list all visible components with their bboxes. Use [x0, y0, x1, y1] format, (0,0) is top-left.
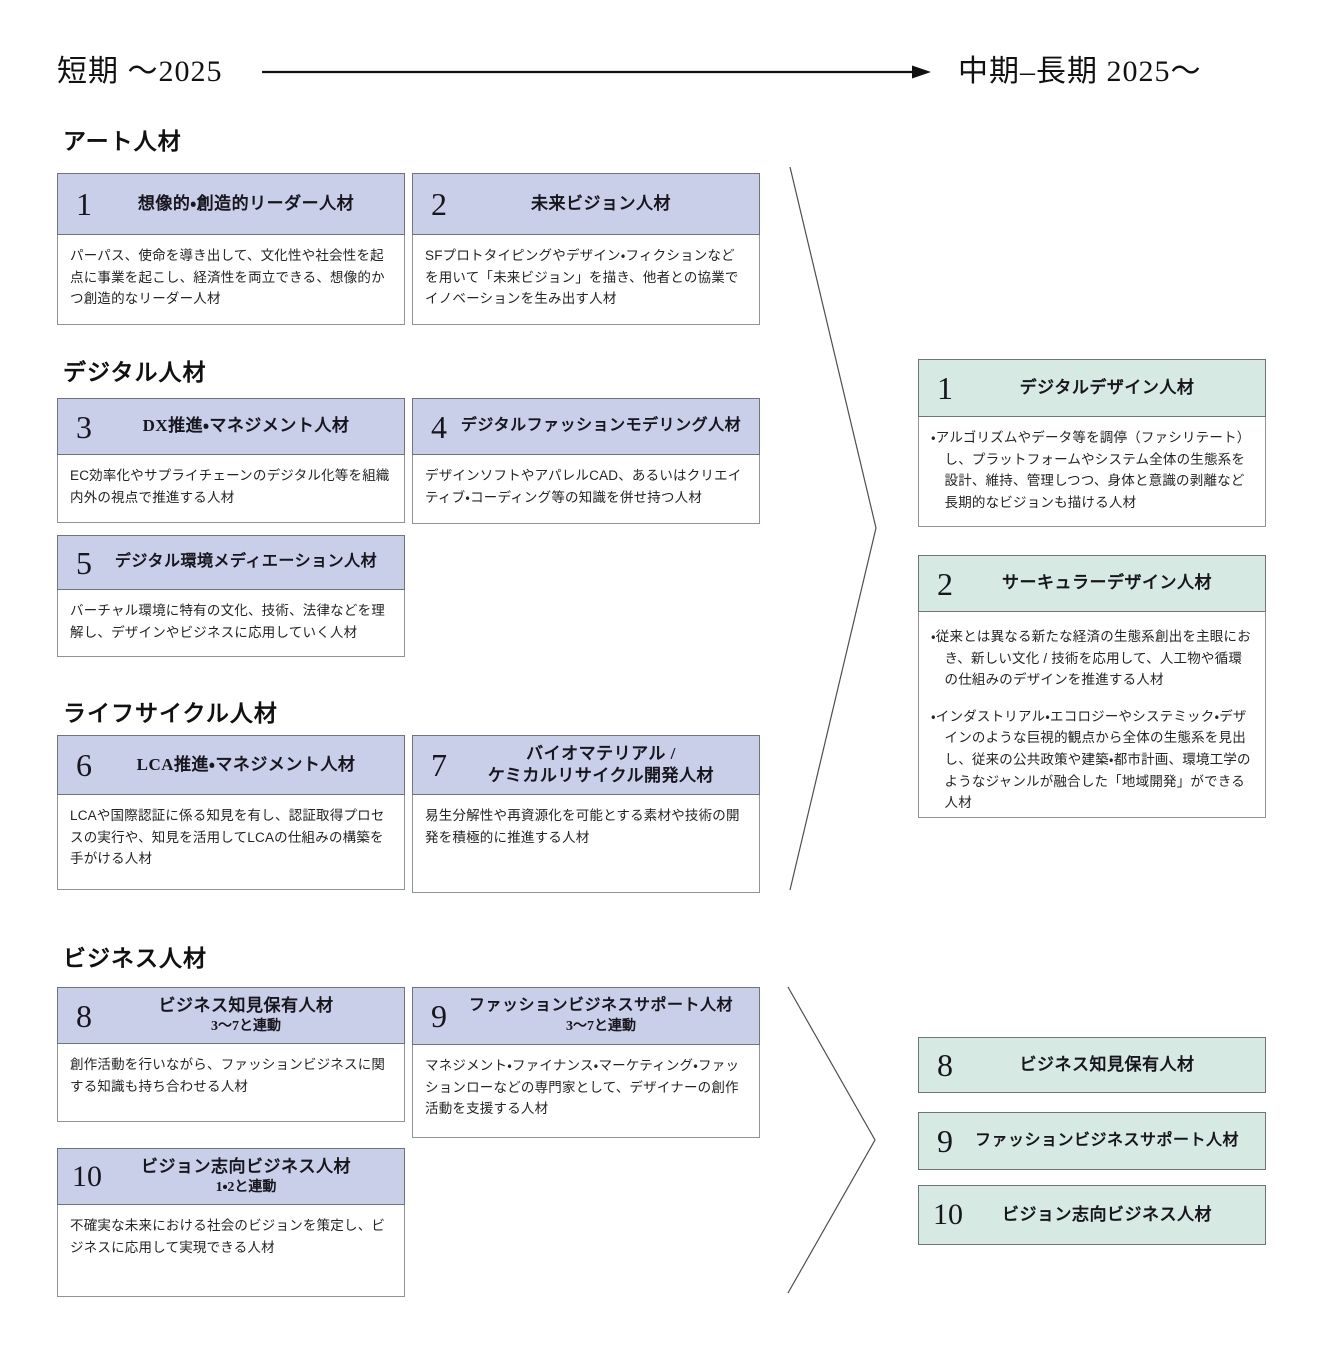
section-heading-business: ビジネス人材: [63, 946, 207, 971]
card-title: サーキュラーデザイン人材: [1002, 573, 1212, 593]
card-number: 10: [933, 1198, 963, 1231]
mid-long-term-label: 中期–長期 2025～: [958, 55, 1202, 88]
card-9-fashion-business-support: 9 ファッションビジネスサポート人材 3～7と連動 マネジメント・ファイナンス・…: [412, 987, 760, 1138]
card-number: 9: [431, 998, 447, 1034]
card-header: 10 ビジョン志向ビジネス人材: [918, 1185, 1266, 1245]
card-title: ビジョン志向ビジネス人材: [1002, 1204, 1212, 1224]
card-header: 4 デジタルファッションモデリング人材: [412, 398, 760, 455]
card-description: パーパス、使命を導き出して、文化性や社会性を起点に事業を起こし、経済性を両立でき…: [57, 235, 405, 325]
card-description: デザインソフトやアパレルCAD、あるいはクリエイティブ・コーディング等の知識を併…: [412, 455, 760, 524]
card-header: 8 ビジネス知見保有人材: [918, 1037, 1266, 1093]
card-header: 2 未来ビジョン人材: [412, 173, 760, 235]
card-header: 9 ファッションビジネスサポート人材 3～7と連動: [412, 987, 760, 1045]
description-bullet: ・アルゴリズムやデータ等を調停（ファシリテート）し、プラットフォームやシステム全…: [931, 430, 1251, 510]
card-header: 7 バイオマテリアル / ケミカルリサイクル開発人材: [412, 735, 760, 795]
card-title: 想像的・創造的リーダー人材: [137, 193, 355, 213]
card-title: DX推進・マネジメント人材: [142, 416, 350, 436]
card-linkage-note: 1・2と連動: [215, 1180, 277, 1196]
card-description: SFプロトタイピングやデザイン・フィクションなどを用いて「未来ビジョン」を描き、…: [412, 235, 760, 325]
card-title: デジタルデザイン人材: [1019, 377, 1195, 397]
card-description: ・従来とは異なる新たな経済の生態系創出を主眼におき、新しい文化 / 技術を応用し…: [918, 612, 1266, 818]
card-number: 1: [937, 370, 953, 406]
description-bullet: ・従来とは異なる新たな経済の生態系創出を主眼におき、新しい文化 / 技術を応用し…: [931, 629, 1251, 688]
chevron-right-top-icon: [789, 166, 877, 891]
chevron-right-bottom-icon: [787, 986, 876, 1294]
card-number: 9: [937, 1123, 953, 1159]
card-title: 未来ビジョン人材: [531, 193, 671, 213]
card-number: 8: [76, 997, 92, 1034]
card-number: 6: [76, 747, 92, 783]
card-title: ビジョン志向ビジネス人材: [141, 1157, 351, 1177]
card-6-lca-management: 6 LCA推進・マネジメント人材 LCAや国際認証に係る知見を有し、認証取得プロ…: [57, 735, 405, 890]
section-heading-digital: デジタル人材: [63, 360, 207, 385]
section-heading-art: アート人材: [63, 129, 182, 154]
mid-card-10-vision-oriented-business: 10 ビジョン志向ビジネス人材: [918, 1185, 1266, 1245]
card-title: ビジネス知見保有人材: [158, 996, 334, 1016]
card-header: 5 デジタル環境メディエーション人材: [57, 535, 405, 590]
description-bullet: ・インダストリアル・エコロジーやシステミック・デザインのような巨視的観点から全体…: [931, 708, 1251, 811]
card-description: 創作活動を行いながら、ファッションビジネスに関する知識も持ち合わせる人材: [57, 1044, 405, 1122]
card-title: ビジネス知見保有人材: [1019, 1054, 1195, 1074]
card-header: 8 ビジネス知見保有人材 3～7と連動: [57, 987, 405, 1044]
card-5-digital-mediation: 5 デジタル環境メディエーション人材 バーチャル環境に特有の文化、技術、法律など…: [57, 535, 405, 657]
card-title: バイオマテリアル / ケミカルリサイクル開発人材: [487, 743, 715, 785]
card-number: 2: [431, 186, 447, 222]
card-header: 1 デジタルデザイン人材: [918, 359, 1266, 417]
card-10-vision-oriented-business: 10 ビジョン志向ビジネス人材 1・2と連動 不確実な未来における社会のビジョン…: [57, 1148, 405, 1297]
card-title: デジタル環境メディエーション人材: [114, 553, 378, 571]
card-8-business-knowledge: 8 ビジネス知見保有人材 3～7と連動 創作活動を行いながら、ファッションビジネ…: [57, 987, 405, 1122]
mid-card-8-business-knowledge: 8 ビジネス知見保有人材: [918, 1037, 1266, 1093]
card-number: 2: [937, 565, 953, 602]
card-number: 3: [76, 408, 92, 445]
card-description: バーチャル環境に特有の文化、技術、法律などを理解し、デザインやビジネスに応用して…: [57, 590, 405, 657]
card-3-dx-management: 3 DX推進・マネジメント人材 EC効率化やサプライチェーンのデジタル化等を組織…: [57, 398, 405, 523]
card-header: 1 想像的・創造的リーダー人材: [57, 173, 405, 235]
card-linkage-note: 3～7と連動: [211, 1019, 281, 1035]
card-title: ファッションビジネスサポート人材: [468, 997, 733, 1015]
card-title: ファッションビジネスサポート人材: [974, 1131, 1239, 1149]
card-description: ・アルゴリズムやデータ等を調停（ファシリテート）し、プラットフォームやシステム全…: [918, 417, 1266, 527]
card-number: 8: [937, 1047, 953, 1083]
card-number: 10: [72, 1159, 102, 1193]
card-header: 3 DX推進・マネジメント人材: [57, 398, 405, 455]
card-linkage-note: 3～7と連動: [566, 1019, 636, 1035]
card-header: 6 LCA推進・マネジメント人材: [57, 735, 405, 795]
card-number: 1: [76, 186, 92, 222]
card-title: デジタルファッションモデリング人材: [460, 417, 742, 435]
card-number: 5: [76, 544, 92, 581]
card-description: 不確実な未来における社会のビジョンを策定し、ビジネスに応用して実現できる人材: [57, 1205, 405, 1297]
card-2-future-vision: 2 未来ビジョン人材 SFプロトタイピングやデザイン・フィクションなどを用いて「…: [412, 173, 760, 325]
card-number: 7: [431, 747, 447, 783]
mid-card-1-digital-design: 1 デジタルデザイン人材 ・アルゴリズムやデータ等を調停（ファシリテート）し、プ…: [918, 359, 1266, 527]
card-description: 易生分解性や再資源化を可能とする素材や技術の開発を積極的に推進する人材: [412, 795, 760, 893]
card-header: 9 ファッションビジネスサポート人材: [918, 1112, 1266, 1170]
mid-card-2-circular-design: 2 サーキュラーデザイン人材 ・従来とは異なる新たな経済の生態系創出を主眼におき…: [918, 555, 1266, 818]
card-number: 4: [431, 408, 447, 445]
card-title: LCA推進・マネジメント人材: [136, 754, 356, 774]
mid-card-9-fashion-business-support: 9 ファッションビジネスサポート人材: [918, 1112, 1266, 1170]
card-description: EC効率化やサプライチェーンのデジタル化等を組織内外の視点で推進する人材: [57, 455, 405, 523]
card-description: LCAや国際認証に係る知見を有し、認証取得プロセスの実行や、知見を活用してLCA…: [57, 795, 405, 890]
short-term-label: 短期 ～2025: [57, 55, 223, 88]
card-1-creative-leader: 1 想像的・創造的リーダー人材 パーパス、使命を導き出して、文化性や社会性を起点…: [57, 173, 405, 325]
timeline-arrow-icon: [262, 65, 931, 79]
card-4-digital-fashion-modeling: 4 デジタルファッションモデリング人材 デザインソフトやアパレルCAD、あるいは…: [412, 398, 760, 524]
card-description: マネジメント・ファイナンス・マーケティング・ファッションローなどの専門家として、…: [412, 1045, 760, 1138]
card-header: 2 サーキュラーデザイン人材: [918, 555, 1266, 612]
section-heading-lifecycle: ライフサイクル人材: [63, 701, 278, 726]
card-7-biomaterial-chemical-recycle: 7 バイオマテリアル / ケミカルリサイクル開発人材 易生分解性や再資源化を可能…: [412, 735, 760, 893]
card-header: 10 ビジョン志向ビジネス人材 1・2と連動: [57, 1148, 405, 1205]
